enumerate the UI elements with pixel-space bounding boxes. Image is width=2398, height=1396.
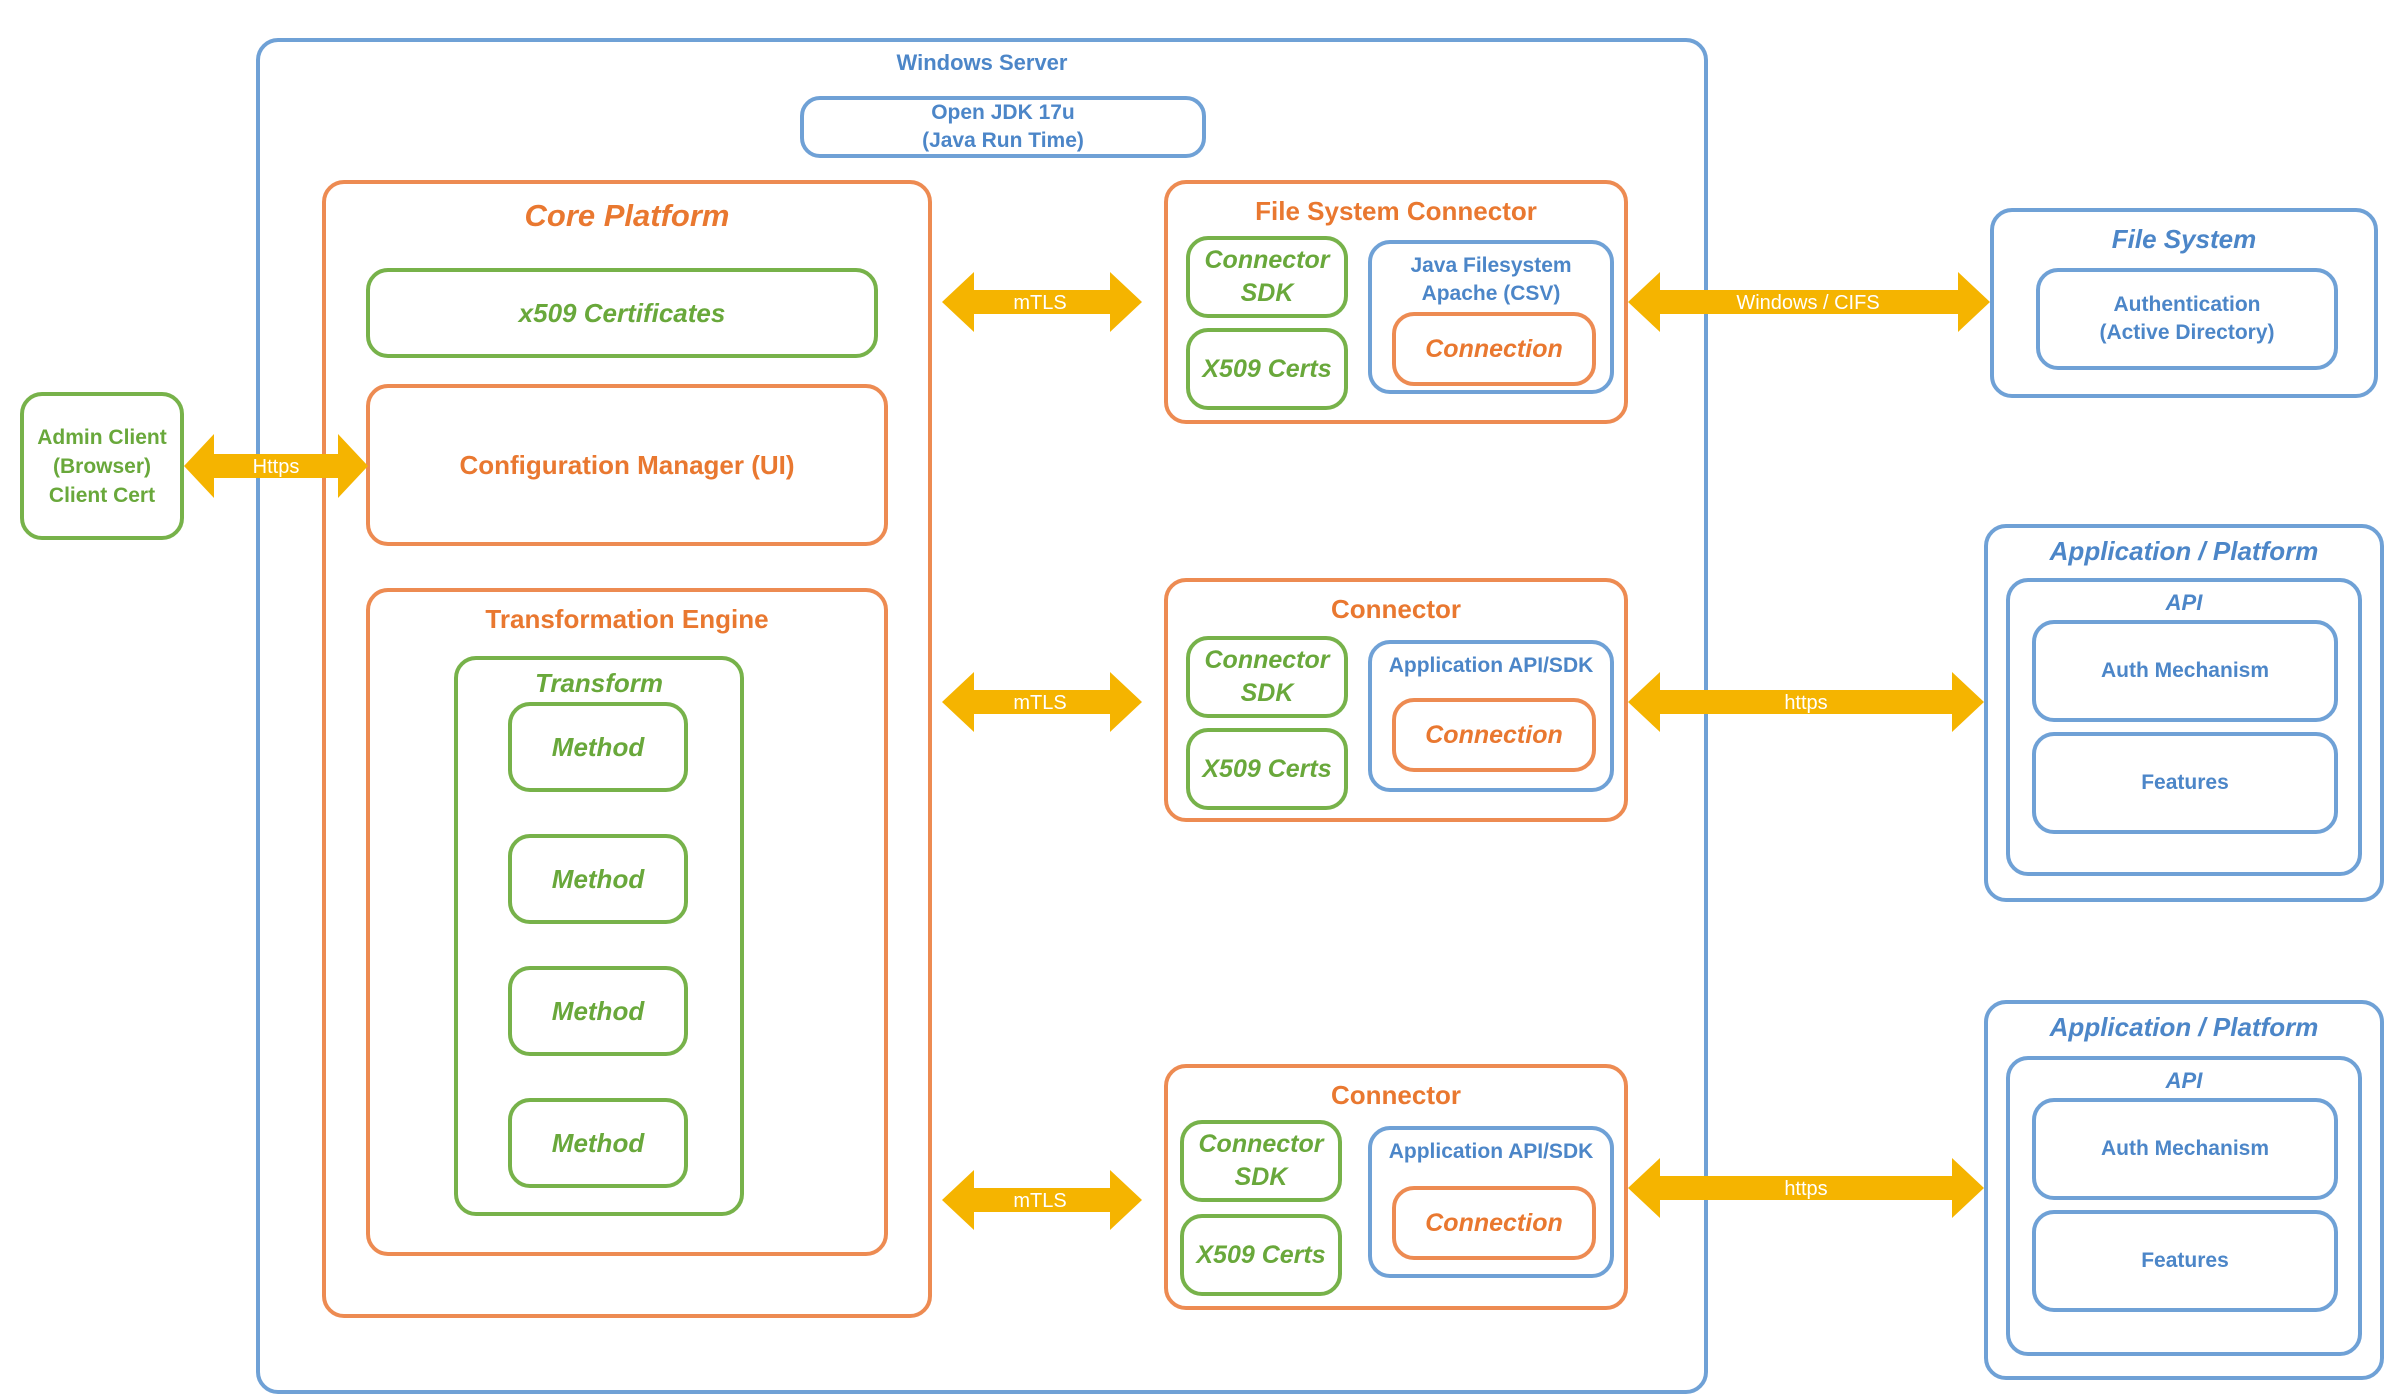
method-box-1: Method [508,702,688,792]
core-platform-title: Core Platform [524,198,730,233]
application-api-sdk-label-3: Application API/SDK [1388,1140,1594,1163]
auth-mechanism-box-2: Auth Mechanism [2032,1098,2338,1200]
transform-title: Transform [534,668,664,698]
configuration-manager-label: Configuration Manager (UI) [459,449,795,480]
java-filesystem-line2: Apache (CSV) [1421,282,1561,305]
application-platform-title-2: Application / Platform [2049,1012,2319,1042]
https-arrow-label-2: https [1784,692,1827,714]
api-title-1: API [2165,590,2203,615]
auth-mechanism-label-2: Auth Mechanism [2100,1137,2270,1160]
cifs-arrow-label: Windows / CIFS [1736,292,1879,314]
admin-client-line3: Client Cert [48,483,156,507]
connector-title-2: Connector [1331,594,1461,624]
x509-certs-box-1: X509 Certs [1186,328,1348,410]
connector-title-3: Connector [1331,1080,1461,1110]
application-platform-title-1: Application / Platform [2049,536,2319,566]
connection-box-3: Connection [1392,1186,1596,1260]
method-box-2: Method [508,834,688,924]
jdk-line1: Open JDK 17u [931,101,1075,124]
https-arrow-label-3: https [1784,1178,1827,1200]
method-box-3: Method [508,966,688,1056]
admin-client-line1: Admin Client [37,425,167,449]
connector-sdk-line2-1: SDK [1240,279,1294,307]
jdk-line2: (Java Run Time) [922,129,1084,152]
connection-label-3: Connection [1425,1208,1563,1237]
authentication-box: Authentication (Active Directory) [2036,268,2338,370]
connection-label-1: Connection [1425,334,1563,363]
authentication-line2: (Active Directory) [2099,321,2275,344]
auth-mechanism-box-1: Auth Mechanism [2032,620,2338,722]
x509-certs-label-3: X509 Certs [1196,1240,1326,1269]
file-system-connector-title: File System Connector [1255,196,1537,226]
java-filesystem-line1: Java Filesystem [1410,254,1572,277]
features-box-1: Features [2032,732,2338,834]
method-label-2: Method [551,863,645,894]
features-label-1: Features [2141,771,2229,794]
transformation-engine-title: Transformation Engine [485,604,769,634]
api-title-2: API [2165,1068,2203,1093]
configuration-manager-box: Configuration Manager (UI) [366,384,888,546]
connection-label-2: Connection [1425,720,1563,749]
authentication-line1: Authentication [2113,293,2261,316]
connector-sdk-box-1: Connector SDK [1186,236,1348,318]
application-api-sdk-label-2: Application API/SDK [1388,654,1594,677]
connection-box-2: Connection [1392,698,1596,772]
connector-sdk-line1-2: Connector [1204,646,1330,674]
x509-certs-label-2: X509 Certs [1202,754,1332,783]
admin-client-box: Admin Client (Browser) Client Cert [20,392,184,540]
file-system-title: File System [2111,224,2257,254]
jdk-box: Open JDK 17u (Java Run Time) [800,96,1206,158]
connection-box-1: Connection [1392,312,1596,386]
x509-certificates-label: x509 Certificates [518,297,726,328]
method-box-4: Method [508,1098,688,1188]
x509-certs-box-3: X509 Certs [1180,1214,1342,1296]
connector-sdk-box-2: Connector SDK [1186,636,1348,718]
admin-client-line2: (Browser) [52,454,152,478]
connector-sdk-box-3: Connector SDK [1180,1120,1342,1202]
x509-certificates-box: x509 Certificates [366,268,878,358]
connector-sdk-line1-3: Connector [1198,1130,1324,1158]
method-label-3: Method [551,995,645,1026]
features-box-2: Features [2032,1210,2338,1312]
method-label-4: Method [551,1127,645,1158]
connector-sdk-line2-3: SDK [1234,1163,1288,1191]
x509-certs-box-2: X509 Certs [1186,728,1348,810]
features-label-2: Features [2141,1249,2229,1272]
method-label-1: Method [551,731,645,762]
windows-server-title: Windows Server [896,50,1068,75]
auth-mechanism-label-1: Auth Mechanism [2100,659,2270,682]
x509-certs-label-1: X509 Certs [1202,354,1332,383]
connector-sdk-line1-1: Connector [1204,246,1330,274]
connector-sdk-line2-2: SDK [1240,679,1294,707]
